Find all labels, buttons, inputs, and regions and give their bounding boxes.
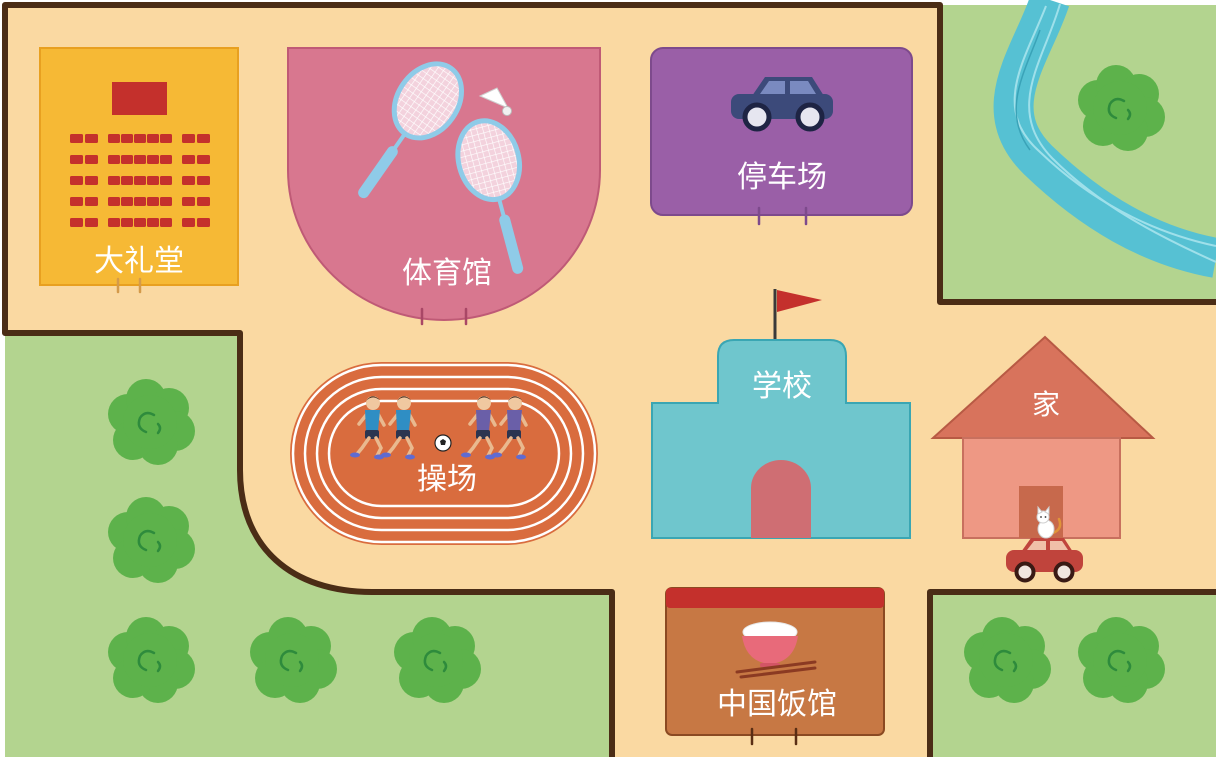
parking-lot-gate (757, 206, 808, 226)
home-label: 家 (1032, 388, 1060, 421)
playground: 操场 (290, 362, 598, 545)
auditorium-door (116, 277, 142, 294)
parking-lot: 停车场 (650, 47, 913, 226)
school: 学校 (651, 289, 911, 539)
restaurant-label: 中国饭馆 (717, 687, 837, 722)
cat-icon (1036, 505, 1062, 539)
football-icon (434, 434, 452, 452)
restaurant: 中国饭馆 (665, 587, 885, 746)
running-track (290, 362, 598, 545)
playground-label: 操场 (417, 462, 477, 497)
flag-icon (777, 290, 822, 312)
badminton-racket-icon (455, 118, 524, 274)
river-icon (993, 0, 1216, 278)
track-lanes (291, 363, 597, 544)
home: 家 (930, 335, 1156, 583)
parking-lot-area (650, 47, 913, 216)
parking-lot-label: 停车场 (737, 160, 827, 195)
restaurant-sign-band (666, 588, 884, 608)
map-border-bottom-right (927, 589, 1216, 757)
school-door (751, 460, 811, 538)
car-icon (731, 77, 833, 132)
gymnasium-building (287, 47, 601, 321)
auditorium: 大礼堂 (39, 47, 239, 294)
school-building (651, 339, 911, 539)
stage-icon (112, 82, 167, 115)
badminton-racket-icon (358, 61, 464, 199)
gymnasium-label: 体育馆 (402, 256, 492, 291)
shuttlecock-icon (478, 87, 512, 116)
car-icon (1006, 538, 1083, 583)
restaurant-door (750, 727, 798, 746)
auditorium-label: 大礼堂 (94, 244, 184, 279)
rice-bowl-icon (742, 621, 798, 667)
school-label: 学校 (752, 369, 812, 404)
gymnasium-door (420, 307, 468, 326)
chopsticks-icon (735, 660, 817, 679)
gymnasium: 体育馆 (287, 47, 601, 326)
